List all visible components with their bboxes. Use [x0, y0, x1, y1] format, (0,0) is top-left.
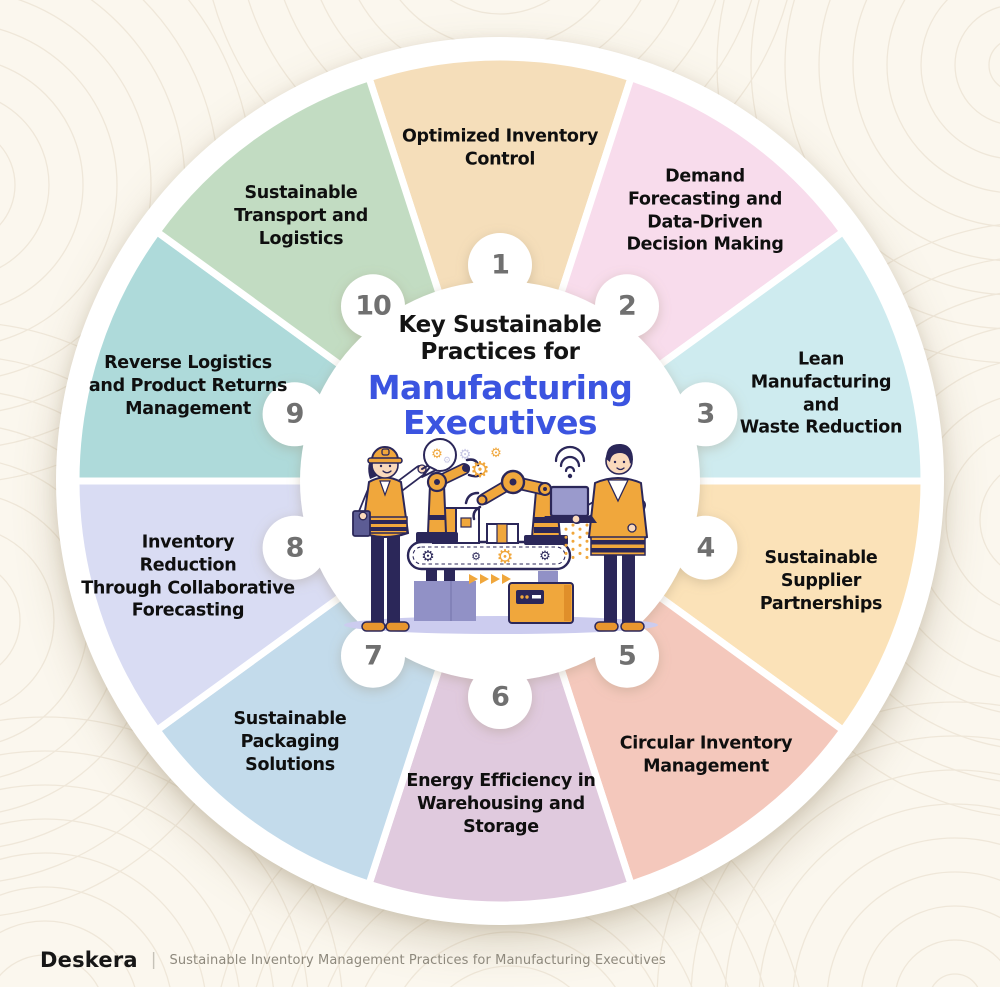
svg-text:⚙: ⚙ [490, 446, 502, 461]
gear-icon: ⚙ [421, 547, 434, 565]
svg-text:⚙: ⚙ [470, 458, 490, 483]
segment-label: Sustainable Transport and Logistics [234, 182, 368, 249]
gear-icon: ⚙ [539, 549, 551, 564]
title-line-black: Key Sustainable Practices for [398, 312, 602, 366]
svg-text:⚙: ⚙ [459, 447, 472, 463]
segment-number: 4 [696, 532, 716, 564]
segment-label: Reverse Logistics and Product Returns Ma… [88, 352, 288, 419]
footer-tagline: Sustainable Inventory Management Practic… [169, 952, 666, 968]
pedestal [414, 563, 476, 621]
hard-hat-icon [367, 446, 403, 464]
gear-icon: ⚙ [471, 550, 481, 563]
gear-icon: ⚙ [443, 456, 451, 466]
segment-label: Demand Forecasting and Data-Driven Decis… [626, 166, 784, 255]
gear-icon: ⚙ [496, 546, 513, 568]
wifi-icon [554, 445, 586, 479]
footer-separator: | [150, 950, 157, 970]
footer: Deskera | Sustainable Inventory Manageme… [40, 948, 666, 972]
factory-illustration: ⚙ ⚙ ⚙ ⚙ [344, 438, 658, 634]
segment-label: Sustainable Supplier Partnerships [759, 547, 883, 614]
conveyor-belt: ⚙ ⚙ ⚙ ⚙ [406, 540, 572, 571]
brand-logo: Deskera [40, 948, 138, 972]
segment-label: Circular Inventory Management [619, 733, 793, 776]
gear-icon: ⚙ [431, 447, 443, 462]
segment-label: Inventory Reduction Through Collaborativ… [81, 532, 295, 621]
segment-number: 1 [491, 249, 510, 281]
segment-label: Sustainable Packaging Solutions [233, 708, 347, 775]
segment-label: Energy Efficiency in Warehousing and Sto… [406, 770, 596, 837]
segment-number: 6 [491, 681, 510, 713]
segment-label: Lean Manufacturing and Waste Reduction [739, 349, 903, 438]
center-title: Key Sustainable Practices for Manufactur… [300, 312, 700, 441]
segment-label: Optimized Inventory Control [401, 126, 599, 169]
control-machine [508, 571, 574, 624]
